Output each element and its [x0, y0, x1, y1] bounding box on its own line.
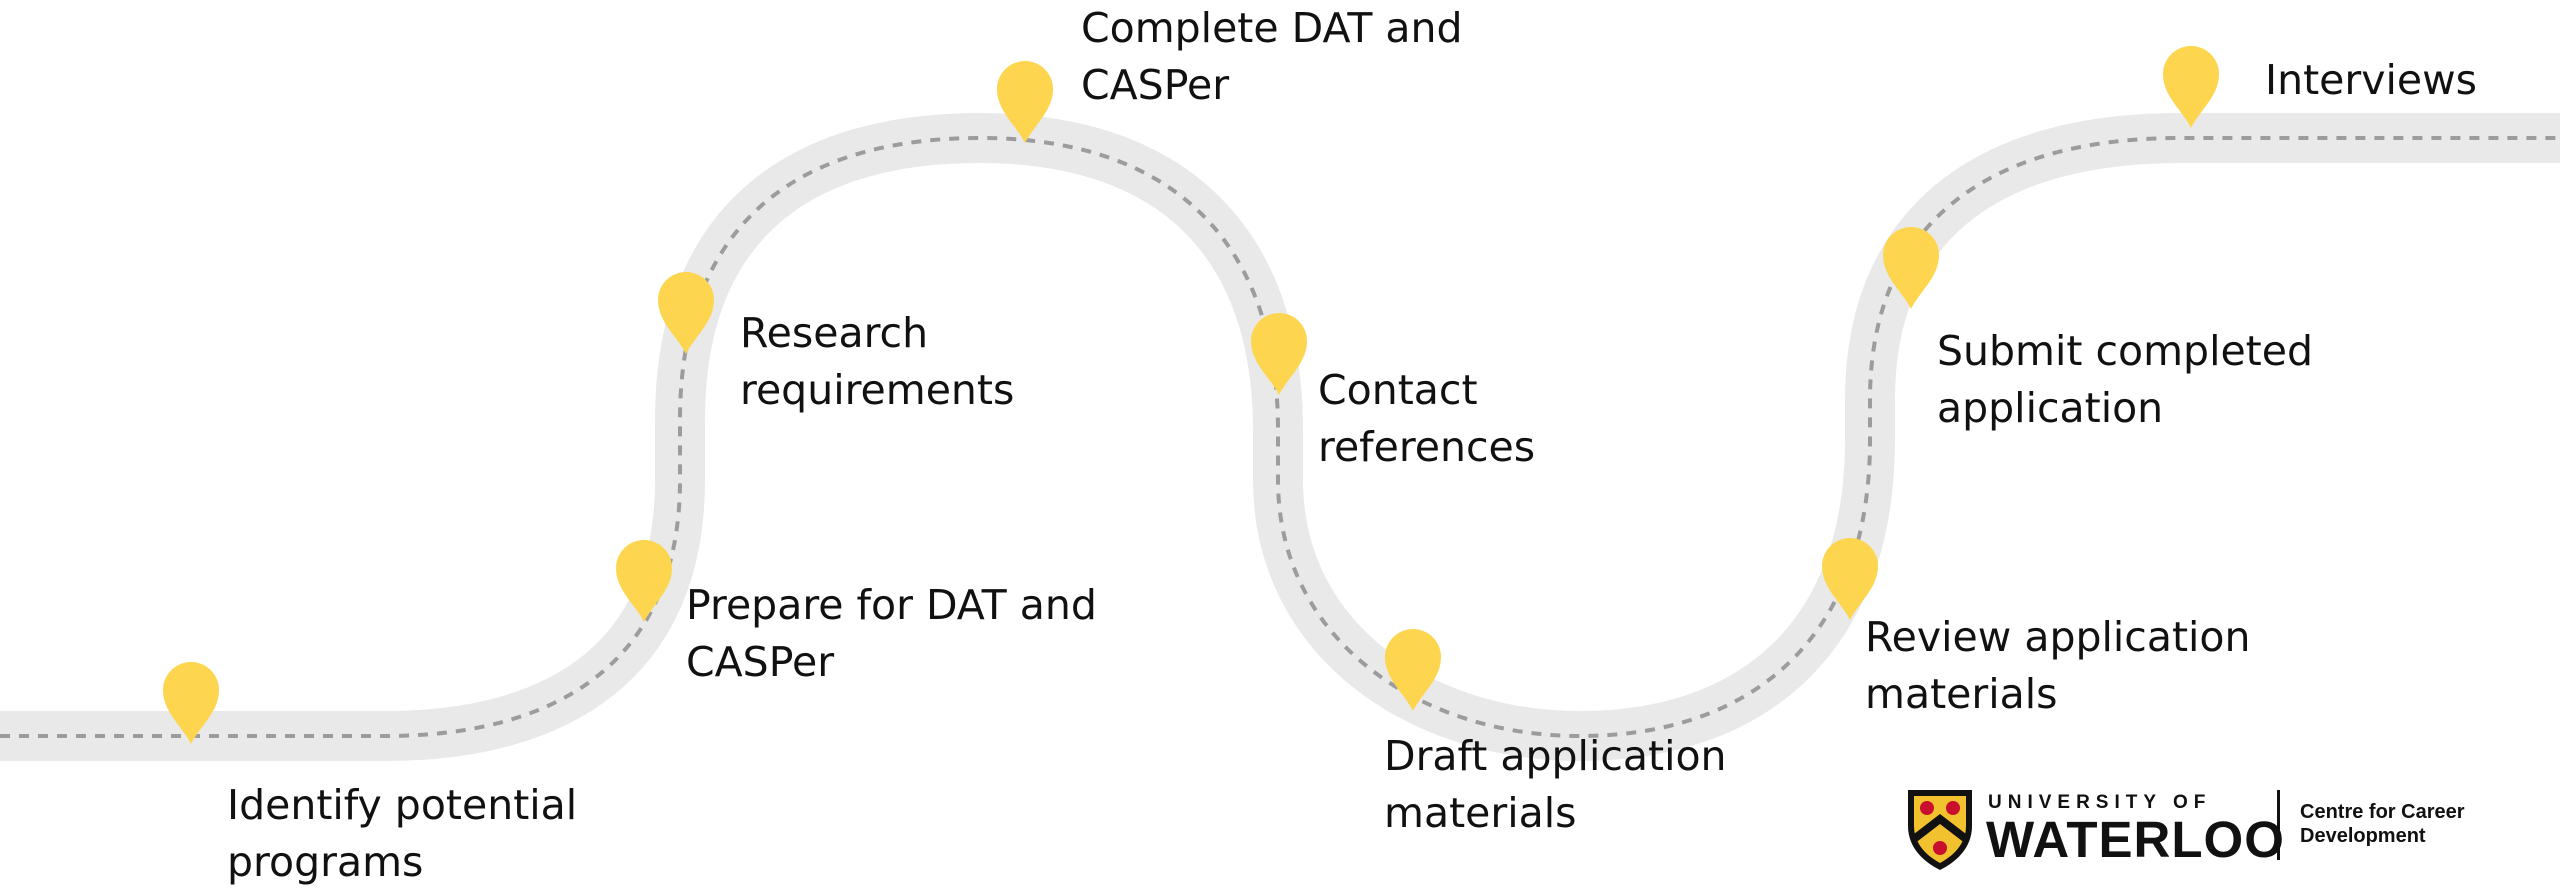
- step-label-interviews: Interviews: [2265, 56, 2478, 104]
- location-pin-icon: [616, 540, 672, 622]
- road-centerline: [0, 135, 2560, 739]
- university-logo: UNIVERSITY OF WATERLOO Centre for Career…: [1900, 784, 2500, 874]
- location-pin-icon: [2163, 46, 2219, 128]
- location-pin-icon: [163, 662, 219, 744]
- logo-divider: [2277, 790, 2280, 860]
- location-pin-icon: [997, 61, 1053, 143]
- location-pin-icon: [1251, 313, 1307, 395]
- university-crest-icon: [1908, 790, 1972, 870]
- university-top-text: UNIVERSITY OF: [1988, 792, 2212, 813]
- department-name: Centre for Career Development: [2300, 801, 2465, 847]
- location-pin-icon: [1385, 629, 1441, 711]
- location-pin-icon: [658, 272, 714, 354]
- location-pin-icon: [1883, 227, 1939, 309]
- location-pin-icon: [1822, 538, 1878, 620]
- university-name: WATERLOO: [1986, 811, 2285, 868]
